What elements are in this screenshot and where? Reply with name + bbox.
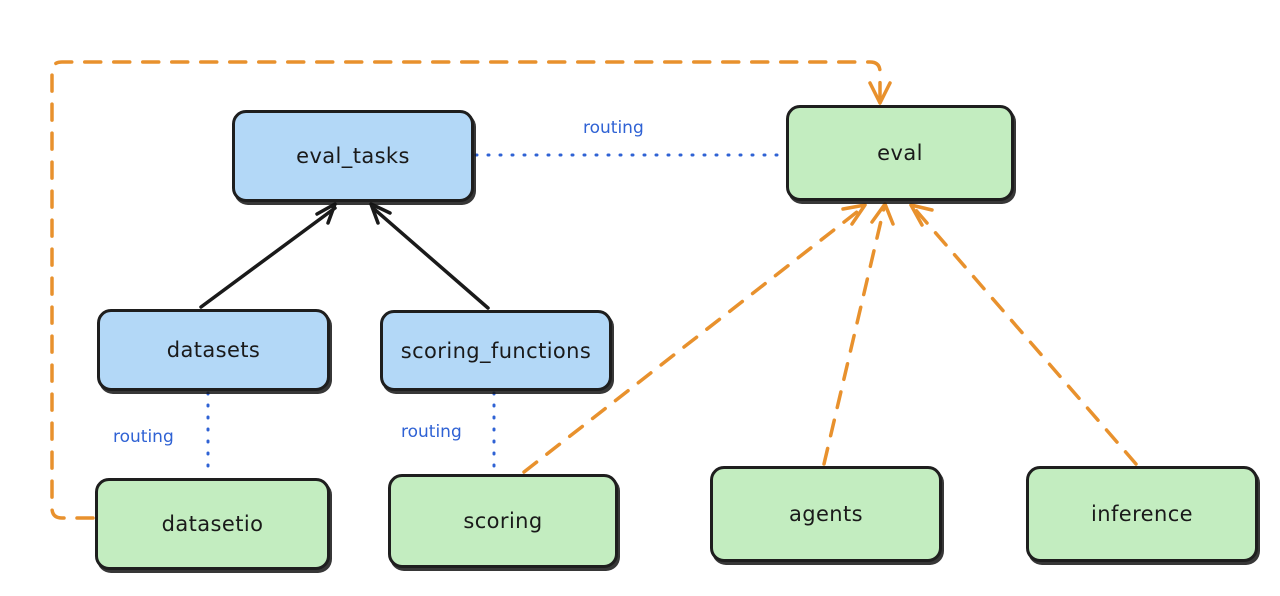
- node-label: inference: [1091, 502, 1193, 526]
- node-label: agents: [788, 502, 863, 526]
- edge-scoring-to-eval: [522, 203, 867, 474]
- edge-label-routing-scoring-functions-scoring: routing: [398, 422, 465, 442]
- node-eval[interactable]: eval: [786, 105, 1014, 201]
- edge-inference-to-eval: [909, 203, 1138, 466]
- node-label: datasetio: [161, 512, 264, 536]
- edge-label-routing-datasets-datasetio: routing: [110, 427, 177, 447]
- node-scoring[interactable]: scoring: [388, 474, 618, 568]
- edge-datasetio-to-eval: [50, 60, 892, 520]
- node-label: scoring_functions: [400, 338, 592, 363]
- node-eval-tasks[interactable]: eval_tasks: [232, 110, 474, 202]
- node-label: eval_tasks: [296, 144, 410, 168]
- node-agents[interactable]: agents: [710, 466, 942, 562]
- edge-agents-to-eval: [822, 202, 895, 466]
- node-label: datasets: [166, 338, 261, 362]
- node-datasetio[interactable]: datasetio: [95, 478, 330, 570]
- node-label: scoring: [463, 509, 543, 533]
- edge-datasets-to-eval-tasks: [199, 202, 337, 309]
- node-label: eval: [877, 141, 923, 165]
- node-datasets[interactable]: datasets: [97, 309, 330, 391]
- node-inference[interactable]: inference: [1026, 466, 1258, 562]
- edge-label-routing-eval-tasks-eval: routing: [580, 118, 647, 138]
- node-scoring-functions[interactable]: scoring_functions: [380, 310, 612, 391]
- edge-scoring-functions-to-eval-tasks: [369, 202, 490, 310]
